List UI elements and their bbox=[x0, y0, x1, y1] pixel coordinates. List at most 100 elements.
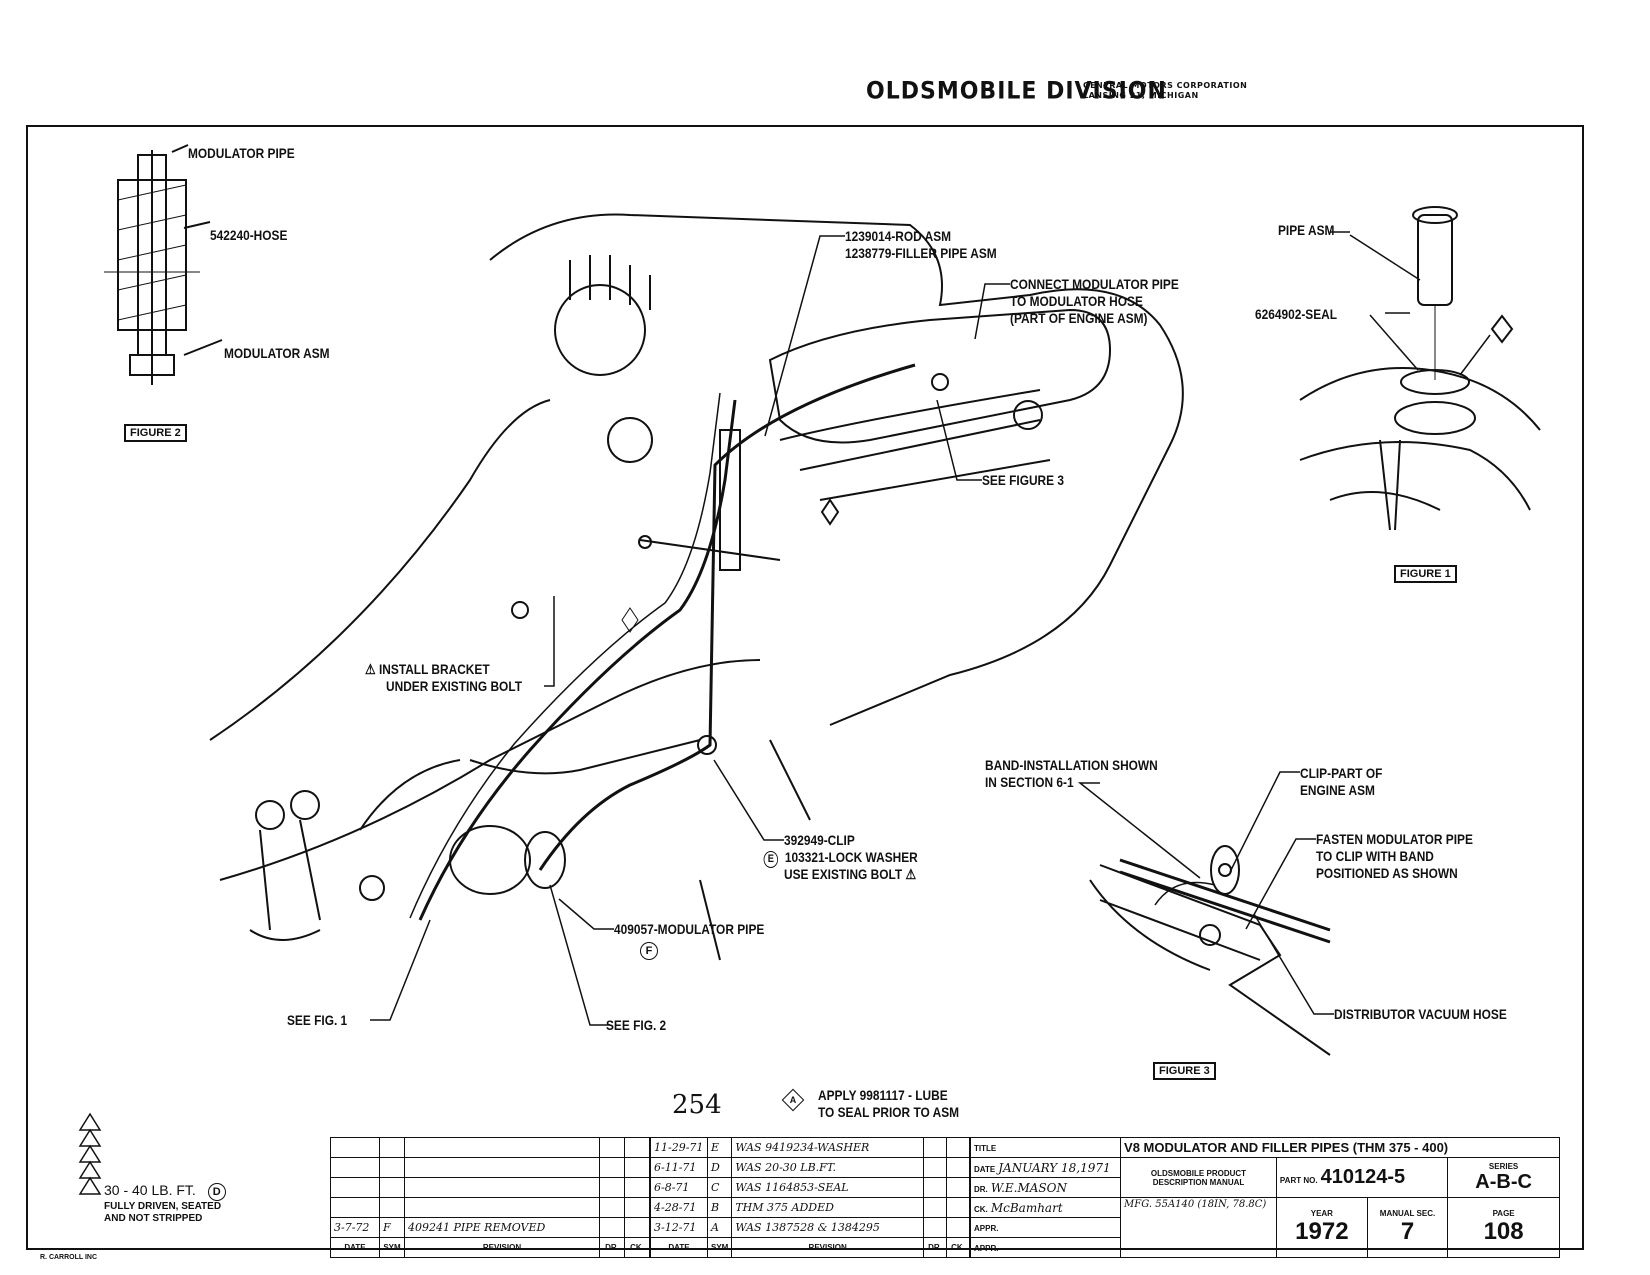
rev-text: WAS 1164853-SEAL bbox=[731, 1177, 924, 1198]
label-pipe-asm: PIPE ASM bbox=[1278, 222, 1335, 238]
rev-date: 11-29-71 bbox=[650, 1137, 708, 1158]
rev-text: WAS 9419234-WASHER bbox=[731, 1137, 924, 1158]
label-connect-2: TO MODULATOR HOSE bbox=[1010, 293, 1143, 309]
rev-header-ck: CK. bbox=[624, 1237, 650, 1258]
label-modulator-asm: MODULATOR ASM bbox=[224, 345, 330, 361]
label-connect-3: (PART OF ENGINE ASM) bbox=[1010, 310, 1148, 326]
mfg-cell: MFG. 55A140 (18IN, 78.8C) bbox=[1120, 1197, 1277, 1258]
legend-driven: FULLY DRIVEN, SEATED AND NOT STRIPPED bbox=[104, 1201, 221, 1225]
ck-value: McBamhart bbox=[990, 1200, 1063, 1215]
rev-left-text: 409241 PIPE REMOVED bbox=[404, 1217, 600, 1238]
label-band-1: BAND-INSTALLATION SHOWN bbox=[985, 757, 1158, 773]
ck-label: CK. bbox=[974, 1204, 988, 1214]
rev-left-sym: F bbox=[379, 1217, 405, 1238]
label-install-1: ⚠ INSTALL BRACKET bbox=[365, 661, 490, 677]
rev-header-dr: DR. bbox=[923, 1237, 947, 1258]
label-see-fig2: SEE FIG. 2 bbox=[606, 1017, 667, 1033]
rev-sym: E bbox=[706, 1137, 733, 1158]
label-fasten-2: TO CLIP WITH BAND bbox=[1316, 848, 1434, 864]
rev-left-date: 3-7-72 bbox=[330, 1217, 380, 1238]
label-band-2: IN SECTION 6-1 bbox=[985, 774, 1074, 790]
date-label: DATE bbox=[974, 1164, 996, 1174]
drawing-title: V8 MODULATOR AND FILLER PIPES (THM 375 -… bbox=[1120, 1137, 1560, 1158]
label-lube-2: TO SEAL PRIOR TO ASM bbox=[818, 1104, 960, 1120]
label-rod-asm: 1239014-ROD ASM bbox=[845, 228, 952, 244]
use-bolt-text: USE EXISTING BOLT bbox=[784, 866, 903, 882]
part-label: PART NO. bbox=[1279, 1176, 1318, 1185]
driven-line-2: AND NOT STRIPPED bbox=[104, 1213, 203, 1224]
label-fasten-3: POSITIONED AS SHOWN bbox=[1316, 865, 1458, 881]
install-text-1: INSTALL BRACKET bbox=[378, 661, 490, 677]
figure1-caption: FIGURE 1 bbox=[1394, 565, 1457, 583]
rev-date: 4-28-71 bbox=[650, 1197, 708, 1218]
series-label: SERIES bbox=[1488, 1161, 1519, 1171]
title-label: TITLE bbox=[974, 1143, 997, 1153]
series-value: A-B-C bbox=[1475, 1170, 1532, 1193]
marker-e: E bbox=[763, 851, 779, 868]
rev-header-date: DATE bbox=[330, 1237, 380, 1258]
marker-a-letter: A bbox=[789, 1095, 797, 1105]
rev-header-ck: CK. bbox=[946, 1237, 970, 1258]
marker-d: D bbox=[207, 1183, 226, 1201]
rev-header-sym: SYM bbox=[706, 1237, 733, 1258]
rev-header-sym: SYM bbox=[379, 1237, 405, 1258]
label-see-fig1: SEE FIG. 1 bbox=[287, 1012, 348, 1028]
marker-f: F bbox=[640, 942, 658, 960]
torque-text: 30 - 40 LB. FT. bbox=[104, 1182, 196, 1198]
figure3-caption: FIGURE 3 bbox=[1153, 1062, 1216, 1080]
label-fasten-1: FASTEN MODULATOR PIPE bbox=[1316, 831, 1473, 847]
rev-sym: B bbox=[706, 1197, 733, 1218]
title-block: TITLE V8 MODULATOR AND FILLER PIPES (THM… bbox=[969, 1137, 1560, 1258]
rev-header-revision: REVISION bbox=[731, 1237, 924, 1258]
manual-line-2: DESCRIPTION MANUAL bbox=[1152, 1177, 1245, 1187]
rev-header-revision: REVISION bbox=[404, 1237, 600, 1258]
footer-printer: R. CARROLL INC bbox=[40, 1254, 98, 1261]
label-clip-part-2: ENGINE ASM bbox=[1300, 782, 1375, 798]
revision-table-left: 3-7-72 F 409241 PIPE REMOVED DATE SYM RE… bbox=[330, 1137, 650, 1258]
manual-sec-cell: MANUAL SEC.7 bbox=[1366, 1197, 1449, 1258]
label-seal: 6264902-SEAL bbox=[1255, 306, 1338, 322]
manual-sec-value: 7 bbox=[1400, 1218, 1415, 1245]
mfg-note: MFG. 55A140 (18IN, 78.8C) bbox=[1124, 1199, 1267, 1210]
label-distributor-hose: DISTRIBUTOR VACUUM HOSE bbox=[1334, 1006, 1507, 1022]
division-title: OLDSMOBILE DIVISION bbox=[866, 77, 1167, 106]
leader-lines bbox=[370, 231, 1410, 1026]
rev-date: 6-8-71 bbox=[650, 1177, 708, 1198]
label-clip-part-1: CLIP-PART OF bbox=[1300, 765, 1383, 781]
figure1-drawing bbox=[1299, 206, 1541, 531]
legend-triangles bbox=[78, 1112, 102, 1195]
appr-label-1: APPR. bbox=[974, 1223, 999, 1233]
revision-row-left: 3-7-72 F 409241 PIPE REMOVED bbox=[330, 1217, 650, 1238]
rev-text: THM 375 ADDED bbox=[731, 1197, 924, 1218]
page-label: PAGE bbox=[1492, 1209, 1515, 1218]
rev-header-date: DATE bbox=[650, 1237, 708, 1258]
date-value: JANUARY 18,1971 bbox=[998, 1160, 1111, 1175]
label-hose: 542240-HOSE bbox=[210, 227, 288, 243]
label-install-2: UNDER EXISTING BOLT bbox=[386, 678, 522, 694]
part-number: 410124-5 bbox=[1320, 1166, 1406, 1188]
appr-label-2: APPR. bbox=[974, 1243, 999, 1253]
rev-date: 6-11-71 bbox=[650, 1157, 708, 1178]
label-clip: 392949-CLIP bbox=[784, 832, 855, 848]
rev-header-dr: DR. bbox=[599, 1237, 625, 1258]
dr-label: DR. bbox=[974, 1184, 988, 1194]
figure2-drawing bbox=[104, 144, 223, 385]
label-modulator-pipe: 409057-MODULATOR PIPE bbox=[614, 921, 765, 937]
legend-torque: 30 - 40 LB. FT. D bbox=[104, 1182, 226, 1201]
handwritten-page-number: 254 bbox=[672, 1090, 722, 1120]
rev-sym: A bbox=[706, 1217, 733, 1238]
part-number-cell: PART NO. 410124-5 bbox=[1275, 1157, 1449, 1198]
corp-name: GENERAL MOTORS CORPORATION bbox=[1083, 81, 1248, 90]
label-connect-1: CONNECT MODULATOR PIPE bbox=[1010, 276, 1179, 292]
rev-sym: D bbox=[706, 1157, 733, 1178]
label-see-figure3: SEE FIGURE 3 bbox=[982, 472, 1064, 488]
driven-line-1: FULLY DRIVEN, SEATED bbox=[104, 1201, 222, 1212]
year-value: 1972 bbox=[1295, 1218, 1349, 1245]
